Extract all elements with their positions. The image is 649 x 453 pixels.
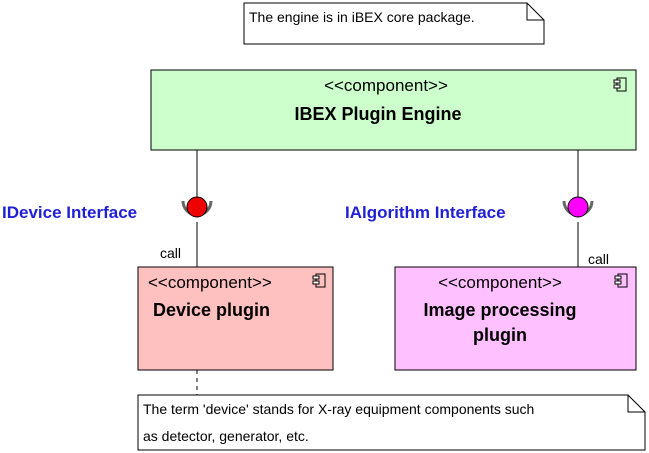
note-top[interactable]: The engine is in iBEX core package. — [243, 2, 545, 45]
device-interface-ball — [186, 196, 208, 218]
image-box — [394, 266, 637, 371]
image-name-line1: Image processing — [423, 300, 576, 320]
algorithm-call-label: call — [588, 251, 609, 267]
device-box — [137, 266, 334, 371]
algorithm-interface-label: IAlgorithm Interface — [345, 203, 506, 222]
device-name: Device plugin — [153, 300, 270, 320]
note-top-text: The engine is in iBEX core package. — [249, 9, 475, 25]
component-icon — [613, 77, 627, 92]
image-name-line2: plugin — [473, 325, 527, 345]
component-engine[interactable]: <<component>> IBEX Plugin Engine — [150, 69, 637, 151]
device-call-label: call — [160, 245, 181, 261]
engine-stereotype: <<component>> — [324, 76, 448, 95]
engine-name: IBEX Plugin Engine — [294, 104, 461, 124]
image-stereotype: <<component>> — [438, 273, 562, 292]
component-device-plugin[interactable]: <<component>> Device plugin — [137, 266, 334, 371]
engine-box — [150, 69, 637, 151]
note-bottom[interactable]: The term 'device' stands for X-ray equip… — [137, 394, 646, 451]
note-bottom-line1: The term 'device' stands for X-ray equip… — [143, 401, 534, 417]
device-stereotype: <<component>> — [148, 273, 272, 292]
component-icon — [312, 273, 326, 288]
algorithm-interface[interactable]: IAlgorithm Interface call — [345, 196, 609, 267]
note-bottom-line2: as detector, generator, etc. — [143, 428, 309, 444]
device-interface-label: IDevice Interface — [2, 203, 137, 222]
device-interface[interactable]: IDevice Interface call — [2, 196, 213, 261]
algorithm-interface-ball — [567, 196, 589, 218]
component-image-processing-plugin[interactable]: <<component>> Image processing plugin — [394, 266, 637, 371]
component-icon — [614, 273, 628, 288]
